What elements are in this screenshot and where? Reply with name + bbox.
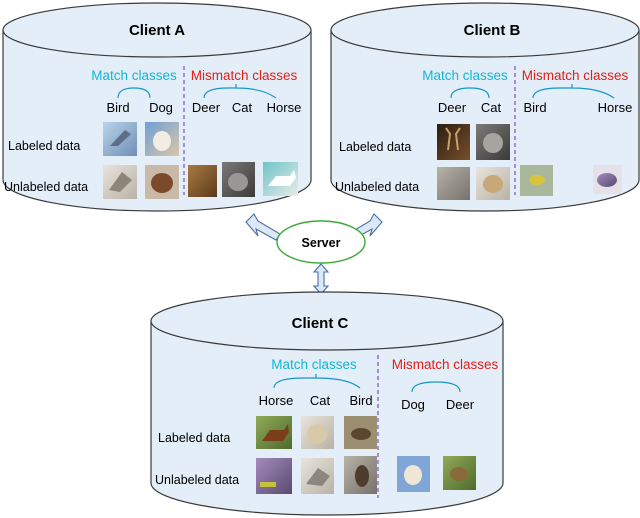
client-a-unlabeled-label: Unlabeled data — [4, 180, 88, 194]
client-c-mismatch-brace — [411, 381, 461, 393]
client-c-mismatch-label: Mismatch classes — [392, 357, 499, 372]
cat-silhouette-icon — [483, 175, 503, 193]
client-b-class-deer: Deer — [438, 100, 467, 115]
client-c-unlabeled-label: Unlabeled data — [155, 473, 239, 487]
client-b-title: Client B — [464, 22, 521, 39]
cat-silhouette-icon — [228, 173, 248, 191]
deer-antlers-icon — [445, 127, 461, 151]
horse-silhouette-icon — [597, 173, 617, 187]
client-a-class-dog: Dog — [149, 100, 173, 115]
client-b-cylinder — [330, 2, 640, 212]
client-a-images — [103, 122, 298, 199]
client-b-class-bird: Bird — [523, 100, 546, 115]
client-a-title: Client A — [129, 22, 185, 39]
deer-silhouette-icon — [450, 467, 468, 481]
double-arrow-icon — [245, 213, 281, 241]
client-a-labeled-label: Labeled data — [8, 139, 80, 153]
client-c-labeled-label: Labeled data — [158, 431, 230, 445]
arrow-a-server — [245, 213, 281, 241]
image-deer-thumbnail — [188, 165, 217, 197]
client-c-class-dog: Dog — [401, 397, 425, 412]
horse-silhouette-icon — [262, 424, 289, 441]
server-node — [276, 220, 366, 264]
dog-silhouette-icon — [404, 465, 422, 485]
client-b-labeled-label: Labeled data — [339, 140, 411, 154]
client-a-class-cat: Cat — [232, 100, 253, 115]
client-a-match-label: Match classes — [91, 68, 177, 83]
client-c-title: Client C — [292, 315, 349, 332]
client-b-top — [330, 2, 640, 58]
bird-silhouette-icon — [351, 428, 371, 440]
cat-silhouette-icon — [483, 133, 503, 153]
client-c-class-cat: Cat — [310, 393, 331, 408]
client-c-images — [256, 416, 476, 494]
double-arrow-vertical-icon — [312, 263, 330, 295]
horse-silhouette-icon — [268, 170, 296, 186]
client-b-match-label: Match classes — [422, 68, 508, 83]
client-c-class-bird: Bird — [349, 393, 372, 408]
dog-silhouette-icon — [153, 131, 171, 151]
image-deer-unlabeled-thumbnail — [437, 167, 470, 200]
client-b-mismatch-label: Mismatch classes — [522, 68, 629, 83]
server-label: Server — [302, 236, 341, 250]
image-deer-thumbnail — [437, 124, 470, 160]
dog-silhouette-icon — [151, 173, 173, 193]
client-b-body — [330, 30, 640, 212]
client-c-match-label: Match classes — [271, 357, 357, 372]
client-a-class-bird: Bird — [106, 100, 129, 115]
client-c-class-deer: Deer — [446, 397, 475, 412]
client-a-top — [2, 2, 312, 58]
client-a-mismatch-label: Mismatch classes — [191, 68, 298, 83]
client-b-class-cat: Cat — [481, 100, 502, 115]
client-c-class-horse: Horse — [259, 393, 294, 408]
client-c-match-brace — [273, 374, 361, 389]
bird-silhouette-icon — [529, 175, 545, 185]
client-b-images — [437, 124, 622, 200]
bird-silhouette-icon — [109, 172, 132, 192]
cat-silhouette-icon — [307, 424, 327, 444]
client-a-class-deer: Deer — [192, 100, 221, 115]
client-a-mismatch-brace — [203, 84, 277, 99]
client-b-mismatch-brace — [532, 84, 615, 99]
client-a-class-horse: Horse — [267, 100, 302, 115]
horse-saddle-icon — [260, 482, 276, 487]
client-b-match-brace — [450, 87, 490, 99]
client-c-top — [150, 291, 504, 351]
image-horse-unlabeled-thumbnail — [256, 458, 292, 494]
client-a-match-brace — [117, 87, 151, 99]
arrow-server-c — [312, 263, 330, 295]
client-b-unlabeled-label: Unlabeled data — [335, 180, 419, 194]
client-b-class-horse: Horse — [598, 100, 633, 115]
bird-silhouette-icon — [355, 465, 369, 487]
cat-silhouette-icon — [306, 468, 330, 486]
bird-silhouette-icon — [110, 130, 131, 146]
